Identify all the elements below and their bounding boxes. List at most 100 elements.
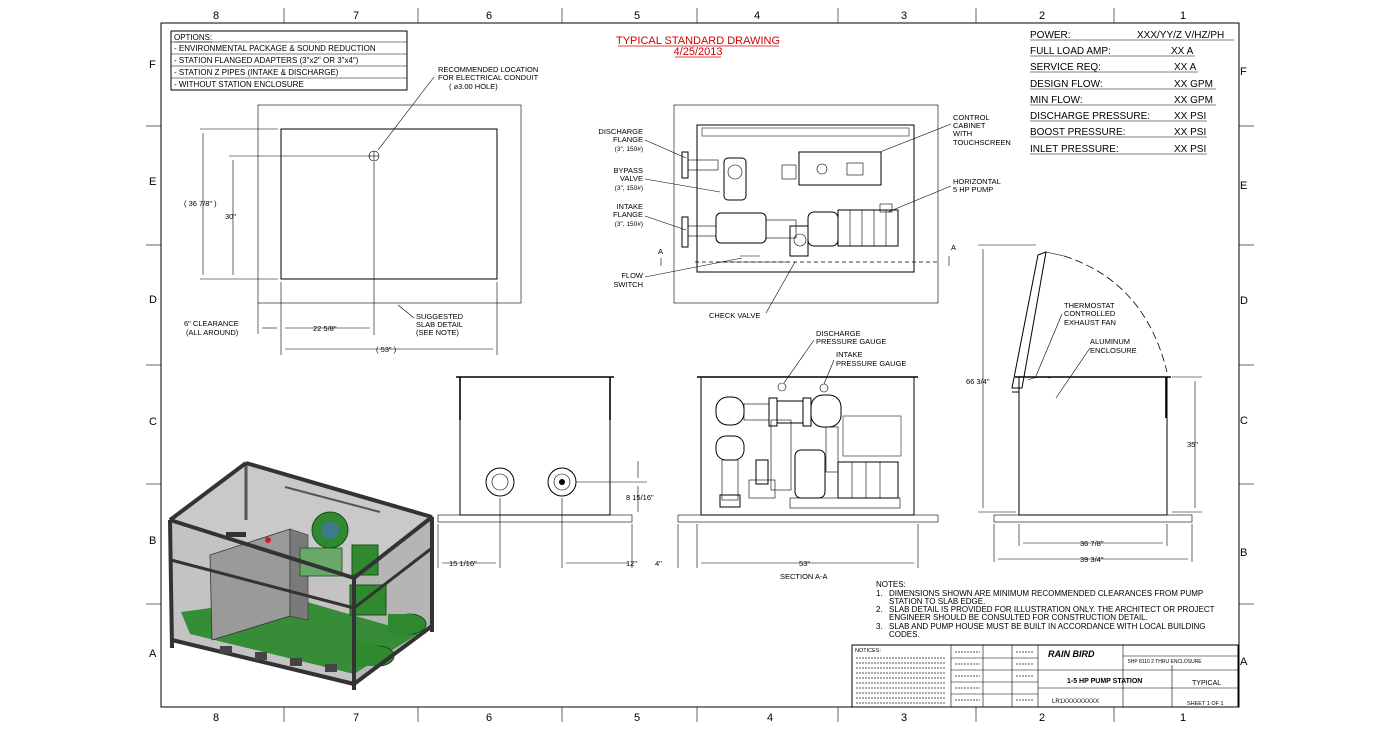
grid-row: A: [1240, 656, 1248, 668]
grid-col: 5: [634, 10, 640, 22]
options-heading: OPTIONS:: [174, 33, 212, 42]
spec-value: XX GPM: [1174, 79, 1213, 90]
side-dim-vertical: 8 15/16": [626, 493, 654, 502]
notices-label: NOTICES:: [855, 648, 881, 654]
discharge-flange-label: (3", 150#): [615, 146, 643, 153]
enclosure-label: ENCLOSURE: [1090, 346, 1137, 355]
option-item: - WITHOUT STATION ENCLOSURE: [174, 80, 304, 89]
intake-flange-label: (3", 150#): [615, 221, 643, 228]
note-text: SLAB DETAIL IS PROVIDED FOR ILLUSTRATION…: [889, 605, 1215, 614]
intake-flange-label: INTAKE: [616, 202, 643, 211]
section-dim-side: 4": [655, 559, 662, 568]
slab-outline: [257, 104, 522, 304]
side-dim-horizontal: 12": [626, 559, 637, 568]
discharge-gauge-label: PRESSURE GAUGE: [816, 337, 886, 346]
control-cabinet-label: WITH: [953, 129, 972, 138]
grid-ticks: [146, 8, 1254, 722]
drawing-title: TYPICAL STANDARD DRAWING: [616, 35, 780, 47]
grid-col: 7: [353, 712, 359, 724]
grid-row: E: [1240, 180, 1247, 192]
pump-volute: [807, 211, 839, 247]
note-text: SLAB AND PUMP HOUSE MUST BE BUILT IN ACC…: [889, 622, 1206, 631]
conduit-label: RECOMMENDED LOCATION: [438, 65, 538, 74]
grid-row-labels-left: F E D C B A: [149, 59, 157, 660]
grid-col: 7: [353, 10, 359, 22]
clearance-label: 6" CLEARANCE: [184, 319, 239, 328]
spec-label: BOOST PRESSURE:: [1030, 127, 1125, 138]
enclosure-footprint: [280, 128, 498, 280]
end-dim-width: 39 3/4": [1080, 555, 1104, 564]
grid-row: F: [1240, 66, 1247, 78]
grid-col: 1: [1180, 10, 1186, 22]
note-number: 2.: [876, 605, 883, 614]
section-mark: A: [658, 247, 663, 256]
slab-label: SUGGESTED: [416, 312, 464, 321]
options-box: OPTIONS: - ENVIRONMENTAL PACKAGE & SOUND…: [170, 30, 408, 91]
grid-col: 2: [1039, 10, 1045, 22]
specs-list: POWER: XXX/YY/Z V/HZ/PH FULL LOAD AMP: X…: [1030, 30, 1234, 155]
side-dim-horizontal: 15 1/16": [449, 559, 477, 568]
check-valve-label: CHECK VALVE: [709, 311, 760, 320]
sub-title: 5HP 8110 2 THRU ENCLOSURE: [1128, 659, 1202, 665]
bypass-valve-label: VALVE: [620, 174, 643, 183]
grid-row: B: [1240, 547, 1247, 559]
grid-col: 6: [486, 712, 492, 724]
bypass-valve-label: (3", 150#): [615, 185, 643, 192]
spec-value: XX A: [1171, 46, 1194, 57]
slab-label: SLAB DETAIL: [416, 320, 463, 329]
conduit-leader: [377, 76, 435, 151]
note-text: ENGINEER SHOULD BE CONSULTED FOR CONSTRU…: [889, 613, 1148, 622]
spec-label: DESIGN FLOW:: [1030, 79, 1103, 90]
side-view: 8 15/16" 15 1/16" 12": [437, 376, 654, 568]
grid-row: B: [149, 535, 156, 547]
station-title: 1-5 HP PUMP STATION: [1067, 678, 1142, 685]
spec-value: XX PSI: [1174, 127, 1206, 138]
notes: NOTES: 1. DIMENSIONS SHOWN ARE MINIMUM R…: [876, 580, 1215, 639]
top-view: A A DISCHARGE FLANGE (3": [598, 104, 1011, 320]
thermostat-label: THERMOSTAT: [1064, 301, 1115, 310]
end-view: THERMOSTAT CONTROLLED EXHAUST FAN ALUMIN…: [966, 244, 1202, 564]
discharge-flange-label: DISCHARGE: [598, 127, 643, 136]
dim-horizontal: 22 5/8": [313, 324, 337, 333]
grid-col: 1: [1180, 712, 1186, 724]
grid-row: E: [149, 176, 156, 188]
spec-value: XX PSI: [1174, 144, 1206, 155]
grid-col: 2: [1039, 712, 1045, 724]
slab: [993, 514, 1193, 523]
section-motor: [837, 461, 899, 499]
dim-inner-vertical: 30": [225, 212, 236, 221]
section-mark: A: [951, 243, 956, 252]
note-number: 3.: [876, 622, 883, 631]
dim-outer-vertical: ( 36 7/8" ): [184, 199, 217, 208]
grid-row: A: [149, 648, 157, 660]
conduit-label: FOR ELECTRICAL CONDUIT: [438, 73, 539, 82]
thermostat-label: CONTROLLED: [1064, 309, 1116, 318]
sheet-number: SHEET 1 OF 1: [1187, 701, 1224, 707]
option-item: - STATION Z PIPES (INTAKE & DISCHARGE): [174, 68, 339, 77]
grid-col: 3: [901, 712, 907, 724]
control-cabinet-label: CONTROL: [953, 113, 990, 122]
drawing-number: LR1XXXXXXXXX: [1052, 699, 1099, 705]
pump-motor: [837, 209, 899, 247]
grid-col: 4: [767, 712, 773, 724]
grid-col: 4: [754, 10, 760, 22]
discharge-flange-label: FLANGE: [613, 135, 643, 144]
grid-col: 3: [901, 10, 907, 22]
grid-row: D: [1240, 295, 1248, 307]
option-item: - ENVIRONMENTAL PACKAGE & SOUND REDUCTIO…: [174, 44, 376, 53]
flow-switch-label: SWITCH: [613, 280, 643, 289]
spec-value: XX PSI: [1174, 111, 1206, 122]
grid-row: D: [149, 294, 157, 306]
section-view: DISCHARGE PRESSURE GAUGE INTAKE PRESSURE…: [655, 329, 939, 581]
discharge-gauge-label: DISCHARGE: [816, 329, 861, 338]
spec-label: POWER:: [1030, 30, 1071, 41]
plan-view: RECOMMENDED LOCATION FOR ELECTRICAL COND…: [184, 65, 539, 355]
intake-gauge-label: INTAKE: [836, 350, 863, 359]
section-label: SECTION A-A: [780, 572, 828, 581]
section-dim-horizontal: 53": [799, 559, 810, 568]
slab: [437, 514, 633, 523]
grid-col: 6: [486, 10, 492, 22]
grid-col: 5: [634, 712, 640, 724]
end-dim-height: 35": [1187, 440, 1198, 449]
